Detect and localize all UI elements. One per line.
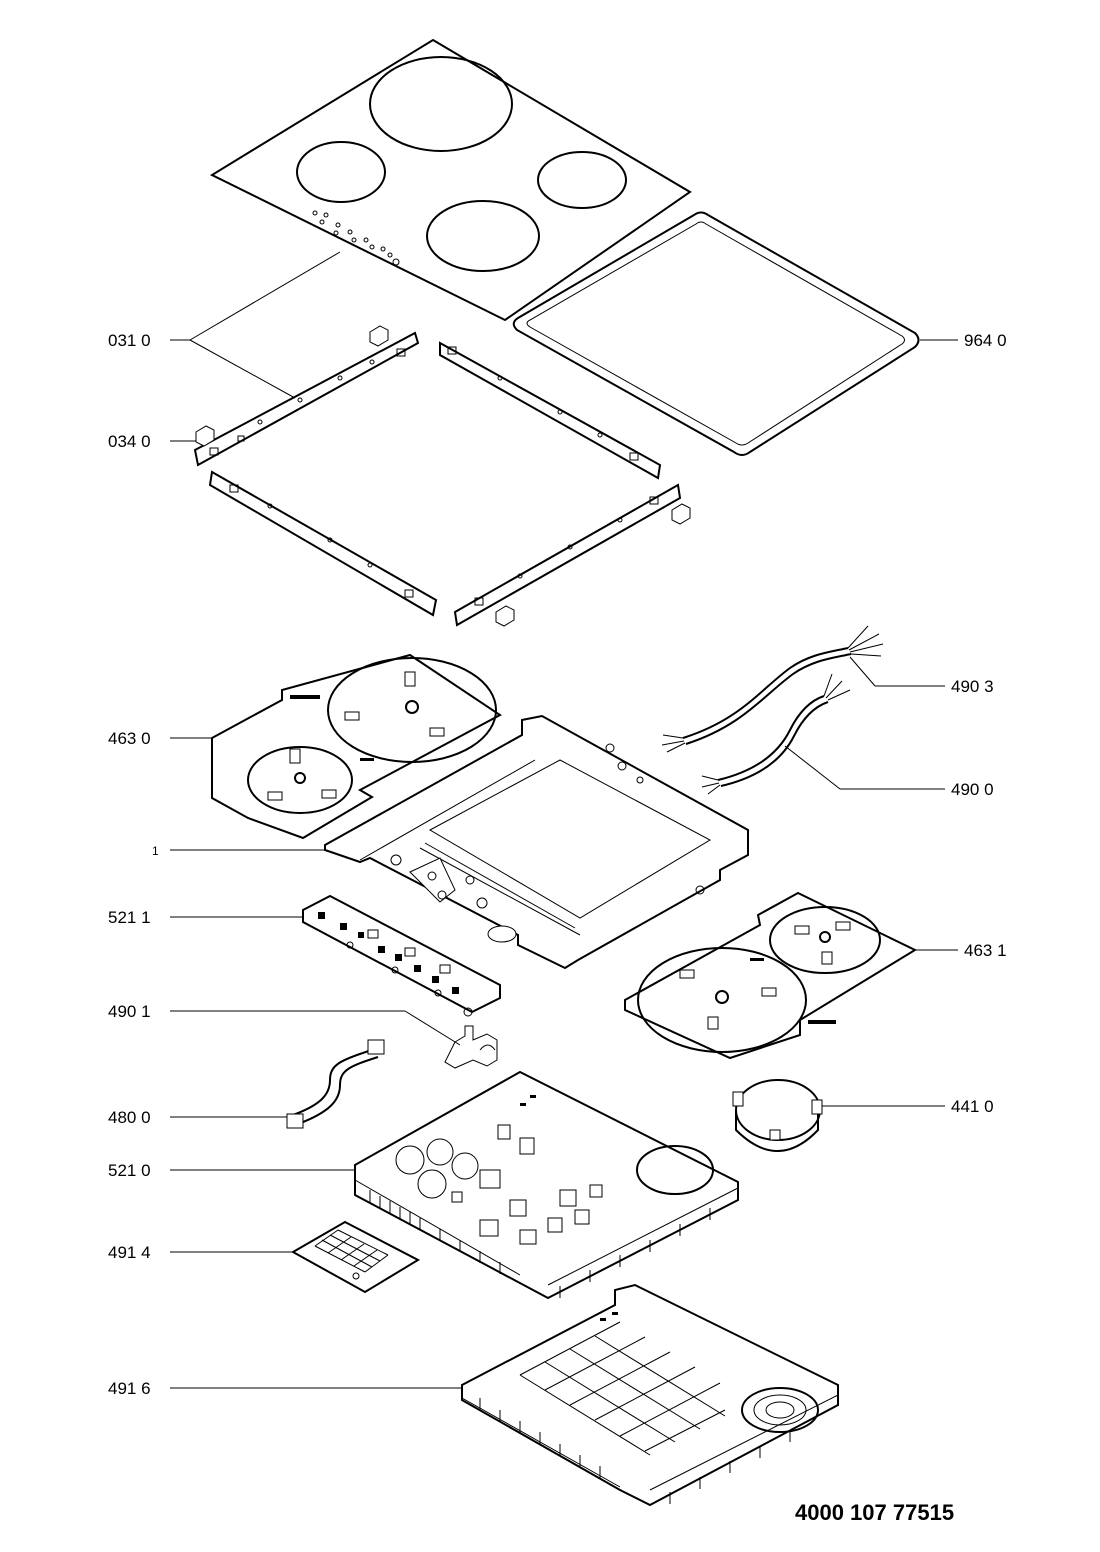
label-491-4: 491 4 <box>108 1243 151 1262</box>
frame-rails-part <box>193 325 691 627</box>
coil-plate-right-part <box>624 891 918 1060</box>
bottom-lattice <box>519 1321 726 1456</box>
board-vent-fins <box>369 1190 711 1298</box>
label-521-1: 521 1 <box>108 908 151 927</box>
filter-part <box>290 1220 421 1294</box>
power-cables-part <box>661 625 884 795</box>
sensor-connector-part <box>444 1025 498 1069</box>
label-463-1: 463 1 <box>964 941 1007 960</box>
leader-lines <box>170 251 958 1389</box>
label-490-1: 490 1 <box>108 1002 151 1021</box>
bottom-housing-part <box>461 1283 839 1507</box>
label-490-0: 490 0 <box>951 780 994 799</box>
bottom-vent-fins <box>479 1398 791 1504</box>
rail-holes <box>209 346 659 606</box>
label-521-0: 521 0 <box>108 1161 151 1180</box>
label-034-0: 034 0 <box>108 432 151 451</box>
filter-grid <box>314 1229 389 1273</box>
label-964-0: 964 0 <box>964 331 1007 350</box>
glass-top-part <box>209 38 692 322</box>
label-1: 1 <box>152 844 159 858</box>
control-symbols <box>312 210 400 266</box>
control-pcb-part <box>302 894 501 1017</box>
coil-plate-left-part <box>211 653 502 840</box>
ribbon-cable-part <box>286 1039 385 1129</box>
power-board-part <box>354 1070 739 1300</box>
label-480-0: 480 0 <box>108 1108 151 1127</box>
label-441-0: 441 0 <box>951 1097 994 1116</box>
main-housing-part <box>324 714 749 970</box>
mounting-clips <box>195 325 691 627</box>
label-463-0: 463 0 <box>108 729 151 748</box>
label-491-6: 491 6 <box>108 1379 151 1398</box>
label-490-3: 490 3 <box>951 677 994 696</box>
document-number: 4000 107 77515 <box>795 1500 954 1525</box>
gasket-part <box>512 211 920 456</box>
fan-part <box>732 1079 823 1152</box>
label-031-0: 031 0 <box>108 331 151 350</box>
part-labels: 031 0 034 0 964 0 490 3 463 0 490 0 1 52… <box>108 331 1007 1398</box>
